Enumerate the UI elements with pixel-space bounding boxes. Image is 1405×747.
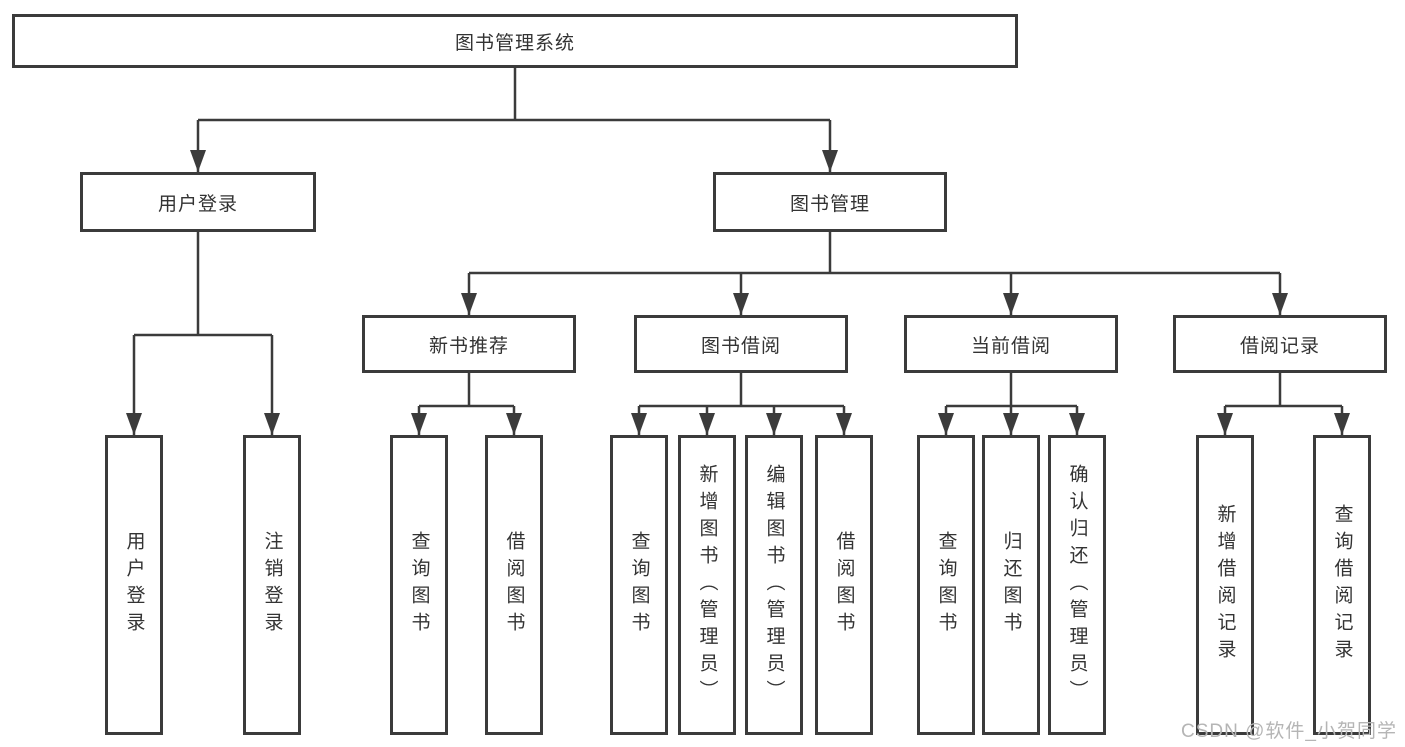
leaf-user-login-label: 用户登录 — [123, 531, 145, 639]
node-user-login: 用户登录 — [80, 172, 316, 232]
arrowhead-icon — [461, 293, 477, 315]
watermark: CSDN @软件_小贺同学 — [1181, 721, 1397, 742]
node-book-borrow: 图书借阅 — [634, 315, 848, 373]
node-current-borrow: 当前借阅 — [904, 315, 1118, 373]
arrowhead-icon — [699, 413, 715, 435]
arrowhead-icon — [1334, 413, 1350, 435]
leaf-user-login: 用户登录 — [105, 435, 163, 735]
leaf-query-book-borrow-label: 查询图书 — [628, 531, 650, 639]
leaf-query-book-recommend: 查询图书 — [390, 435, 448, 735]
leaf-add-borrow-record-label: 新增借阅记录 — [1214, 504, 1236, 666]
leaf-borrow-book-recommend-label: 借阅图书 — [503, 531, 525, 639]
arrowhead-icon — [836, 413, 852, 435]
arrowhead-icon — [631, 413, 647, 435]
leaf-add-book-admin-label: 新增图书（管理员） — [696, 463, 718, 707]
arrowhead-icon — [1003, 413, 1019, 435]
leaf-query-book-recommend-label: 查询图书 — [408, 531, 430, 639]
arrowhead-icon — [506, 413, 522, 435]
node-root: 图书管理系统 — [12, 14, 1018, 68]
node-root-label: 图书管理系统 — [454, 32, 575, 54]
arrowhead-icon — [126, 413, 142, 435]
leaf-confirm-return-admin: 确认归还（管理员） — [1048, 435, 1106, 735]
arrowhead-icon — [264, 413, 280, 435]
leaf-edit-book-admin-label: 编辑图书（管理员） — [763, 463, 785, 707]
node-borrow-records: 借阅记录 — [1173, 315, 1387, 373]
node-user-login-label: 用户登录 — [157, 193, 238, 215]
node-current-borrow-label: 当前借阅 — [970, 335, 1051, 357]
node-borrow-records-label: 借阅记录 — [1239, 335, 1320, 357]
leaf-query-book-current: 查询图书 — [917, 435, 975, 735]
arrowhead-icon — [938, 413, 954, 435]
node-new-book-recommend-label: 新书推荐 — [428, 335, 509, 357]
leaf-borrow-book-recommend: 借阅图书 — [485, 435, 543, 735]
leaf-add-book-admin: 新增图书（管理员） — [678, 435, 736, 735]
node-book-management-label: 图书管理 — [789, 193, 870, 215]
arrowhead-icon — [822, 150, 838, 172]
arrowhead-icon — [1217, 413, 1233, 435]
arrowhead-icon — [190, 150, 206, 172]
leaf-logout-label: 注销登录 — [261, 531, 283, 639]
leaf-borrow-book-label: 借阅图书 — [833, 531, 855, 639]
leaf-return-book: 归还图书 — [982, 435, 1040, 735]
arrowhead-icon — [1272, 293, 1288, 315]
leaf-query-borrow-record-label: 查询借阅记录 — [1331, 504, 1353, 666]
leaf-query-borrow-record: 查询借阅记录 — [1313, 435, 1371, 735]
arrowhead-icon — [411, 413, 427, 435]
arrowhead-icon — [1069, 413, 1085, 435]
leaf-return-book-label: 归还图书 — [1000, 531, 1022, 639]
arrowhead-icon — [733, 293, 749, 315]
leaf-add-borrow-record: 新增借阅记录 — [1196, 435, 1254, 735]
leaf-logout: 注销登录 — [243, 435, 301, 735]
leaf-query-book-current-label: 查询图书 — [935, 531, 957, 639]
node-book-borrow-label: 图书借阅 — [700, 335, 781, 357]
arrowhead-icon — [766, 413, 782, 435]
leaf-borrow-book: 借阅图书 — [815, 435, 873, 735]
arrowhead-icon — [1003, 293, 1019, 315]
node-book-management: 图书管理 — [713, 172, 947, 232]
leaf-query-book-borrow: 查询图书 — [610, 435, 668, 735]
node-new-book-recommend: 新书推荐 — [362, 315, 576, 373]
leaf-confirm-return-admin-label: 确认归还（管理员） — [1066, 463, 1088, 707]
connector-group — [132, 68, 1344, 435]
leaf-edit-book-admin: 编辑图书（管理员） — [745, 435, 803, 735]
